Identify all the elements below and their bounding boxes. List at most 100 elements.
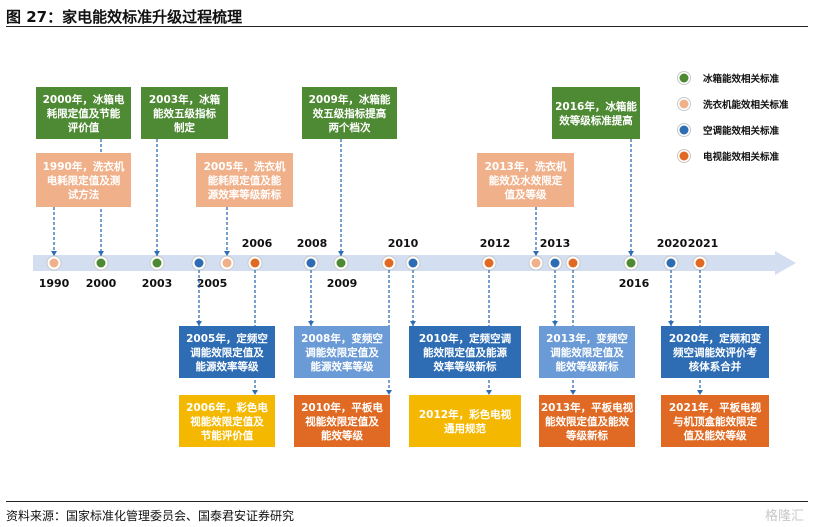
milestone-marker <box>666 258 676 268</box>
event-text-line: 2010年，平板电 <box>301 401 383 414</box>
event-box-background <box>477 153 574 207</box>
event-box-background <box>539 326 635 378</box>
event-text-line: 2021年，平板电视 <box>669 401 762 414</box>
event-text-line: 调能效限定值及 <box>190 346 264 359</box>
event-text-line: 效等级标准提高 <box>559 114 633 127</box>
event-text-line: 调能效限定值及 <box>550 346 624 359</box>
event-text-line: 效率等级新标 <box>434 360 497 373</box>
year-label: 2016 <box>619 277 650 290</box>
legend-swatch <box>679 99 689 109</box>
milestone-marker <box>194 258 204 268</box>
event-connector-arrowhead <box>51 251 57 256</box>
year-label: 2005 <box>197 277 228 290</box>
event-text-line: 2013年，平板电视 <box>541 401 634 414</box>
event-box-background <box>179 326 275 378</box>
event-text-line: 2005年，洗衣机 <box>204 160 286 173</box>
event-text-line: 能源效率等级 <box>311 360 374 373</box>
event-text-line: 2003年，冰箱 <box>149 93 221 106</box>
event-text-line: 节能评价值 <box>201 429 254 442</box>
event-text-line: 能效限定值及能源 <box>423 346 507 359</box>
milestone-marker <box>484 258 494 268</box>
event-connector-arrowhead <box>154 251 160 256</box>
event-text-line: 试方法 <box>68 188 100 201</box>
event-text-line: 能效等级新标 <box>556 360 619 373</box>
source-divider <box>6 501 808 502</box>
event-text-line: 能效等级 <box>321 429 363 442</box>
milestone-marker <box>96 258 106 268</box>
event-text-line: 频空调能效评价考 <box>673 346 757 359</box>
event-text-line: 能效限定值及能效 <box>545 415 629 428</box>
source-note: 资料来源：国家标准化管理委员会、国泰君安证券研究 <box>6 509 295 523</box>
year-label: 2000 <box>86 277 117 290</box>
legend-label: 洗衣机能效相关标准 <box>703 99 789 111</box>
year-label: 2010 <box>388 237 419 250</box>
event-connector-arrowhead <box>533 251 539 256</box>
year-label: 2020 <box>657 237 688 250</box>
event-box-background <box>36 87 131 139</box>
event-box-background <box>409 395 521 447</box>
event-box-background <box>294 326 390 378</box>
event-text-line: 2008年，变频空 <box>301 332 383 345</box>
milestone-marker <box>336 258 346 268</box>
milestone-marker <box>408 258 418 268</box>
event-text-line: 值及能效等级 <box>684 429 747 442</box>
event-box-background <box>294 395 390 447</box>
year-label: 2013 <box>540 237 571 250</box>
event-connector-arrowhead <box>308 321 314 326</box>
event-connector-arrowhead <box>668 321 674 326</box>
event-connector-arrowhead <box>628 251 634 256</box>
legend-swatch <box>679 151 689 161</box>
event-text-line: 效五级指标提高 <box>313 107 387 120</box>
event-text-line: 2000年，冰箱电 <box>43 93 125 106</box>
milestone-marker <box>250 258 260 268</box>
legend-swatch <box>679 125 689 135</box>
event-text-line: 两个档次 <box>329 121 371 134</box>
event-connector-arrowhead <box>552 321 558 326</box>
event-text-line: 耗限定值及节能 <box>47 107 121 120</box>
event-box-background <box>196 153 293 207</box>
event-text-line: 评价值 <box>68 121 100 134</box>
event-text-line: 2005年，定频空 <box>186 332 268 345</box>
event-text-line: 2010年，定频空调 <box>419 332 511 345</box>
year-label: 2006 <box>242 237 273 250</box>
year-label: 2009 <box>327 277 358 290</box>
event-box-background <box>409 326 521 378</box>
event-connector-arrowhead <box>196 321 202 326</box>
event-connector-arrowhead <box>98 251 104 256</box>
event-box-background <box>141 87 228 139</box>
event-box-background <box>302 87 397 139</box>
event-connector-arrowhead <box>252 390 258 395</box>
event-connector-arrowhead <box>386 390 392 395</box>
event-text-line: 视能效限定值及 <box>190 415 264 428</box>
legend-label: 电视能效相关标准 <box>703 151 780 163</box>
milestone-marker <box>49 258 59 268</box>
year-label: 2021 <box>688 237 719 250</box>
event-text-line: 源效率等级新标 <box>208 188 282 201</box>
event-text-line: 制定 <box>174 121 195 134</box>
milestone-marker <box>384 258 394 268</box>
figure-title: 图 27：家电能效标准升级过程梳理 <box>6 8 243 26</box>
event-box-background <box>661 326 769 378</box>
legend-label: 空调能效相关标准 <box>703 125 780 137</box>
legend-swatch <box>679 73 689 83</box>
event-box-background <box>36 153 131 207</box>
event-text-line: 视能效限定值及 <box>305 415 379 428</box>
event-text-line: 2013年，变频空 <box>546 332 628 345</box>
milestone-marker <box>306 258 316 268</box>
event-text-line: 2016年，冰箱能 <box>555 100 637 113</box>
event-text-line: 能效五级指标 <box>153 107 216 120</box>
